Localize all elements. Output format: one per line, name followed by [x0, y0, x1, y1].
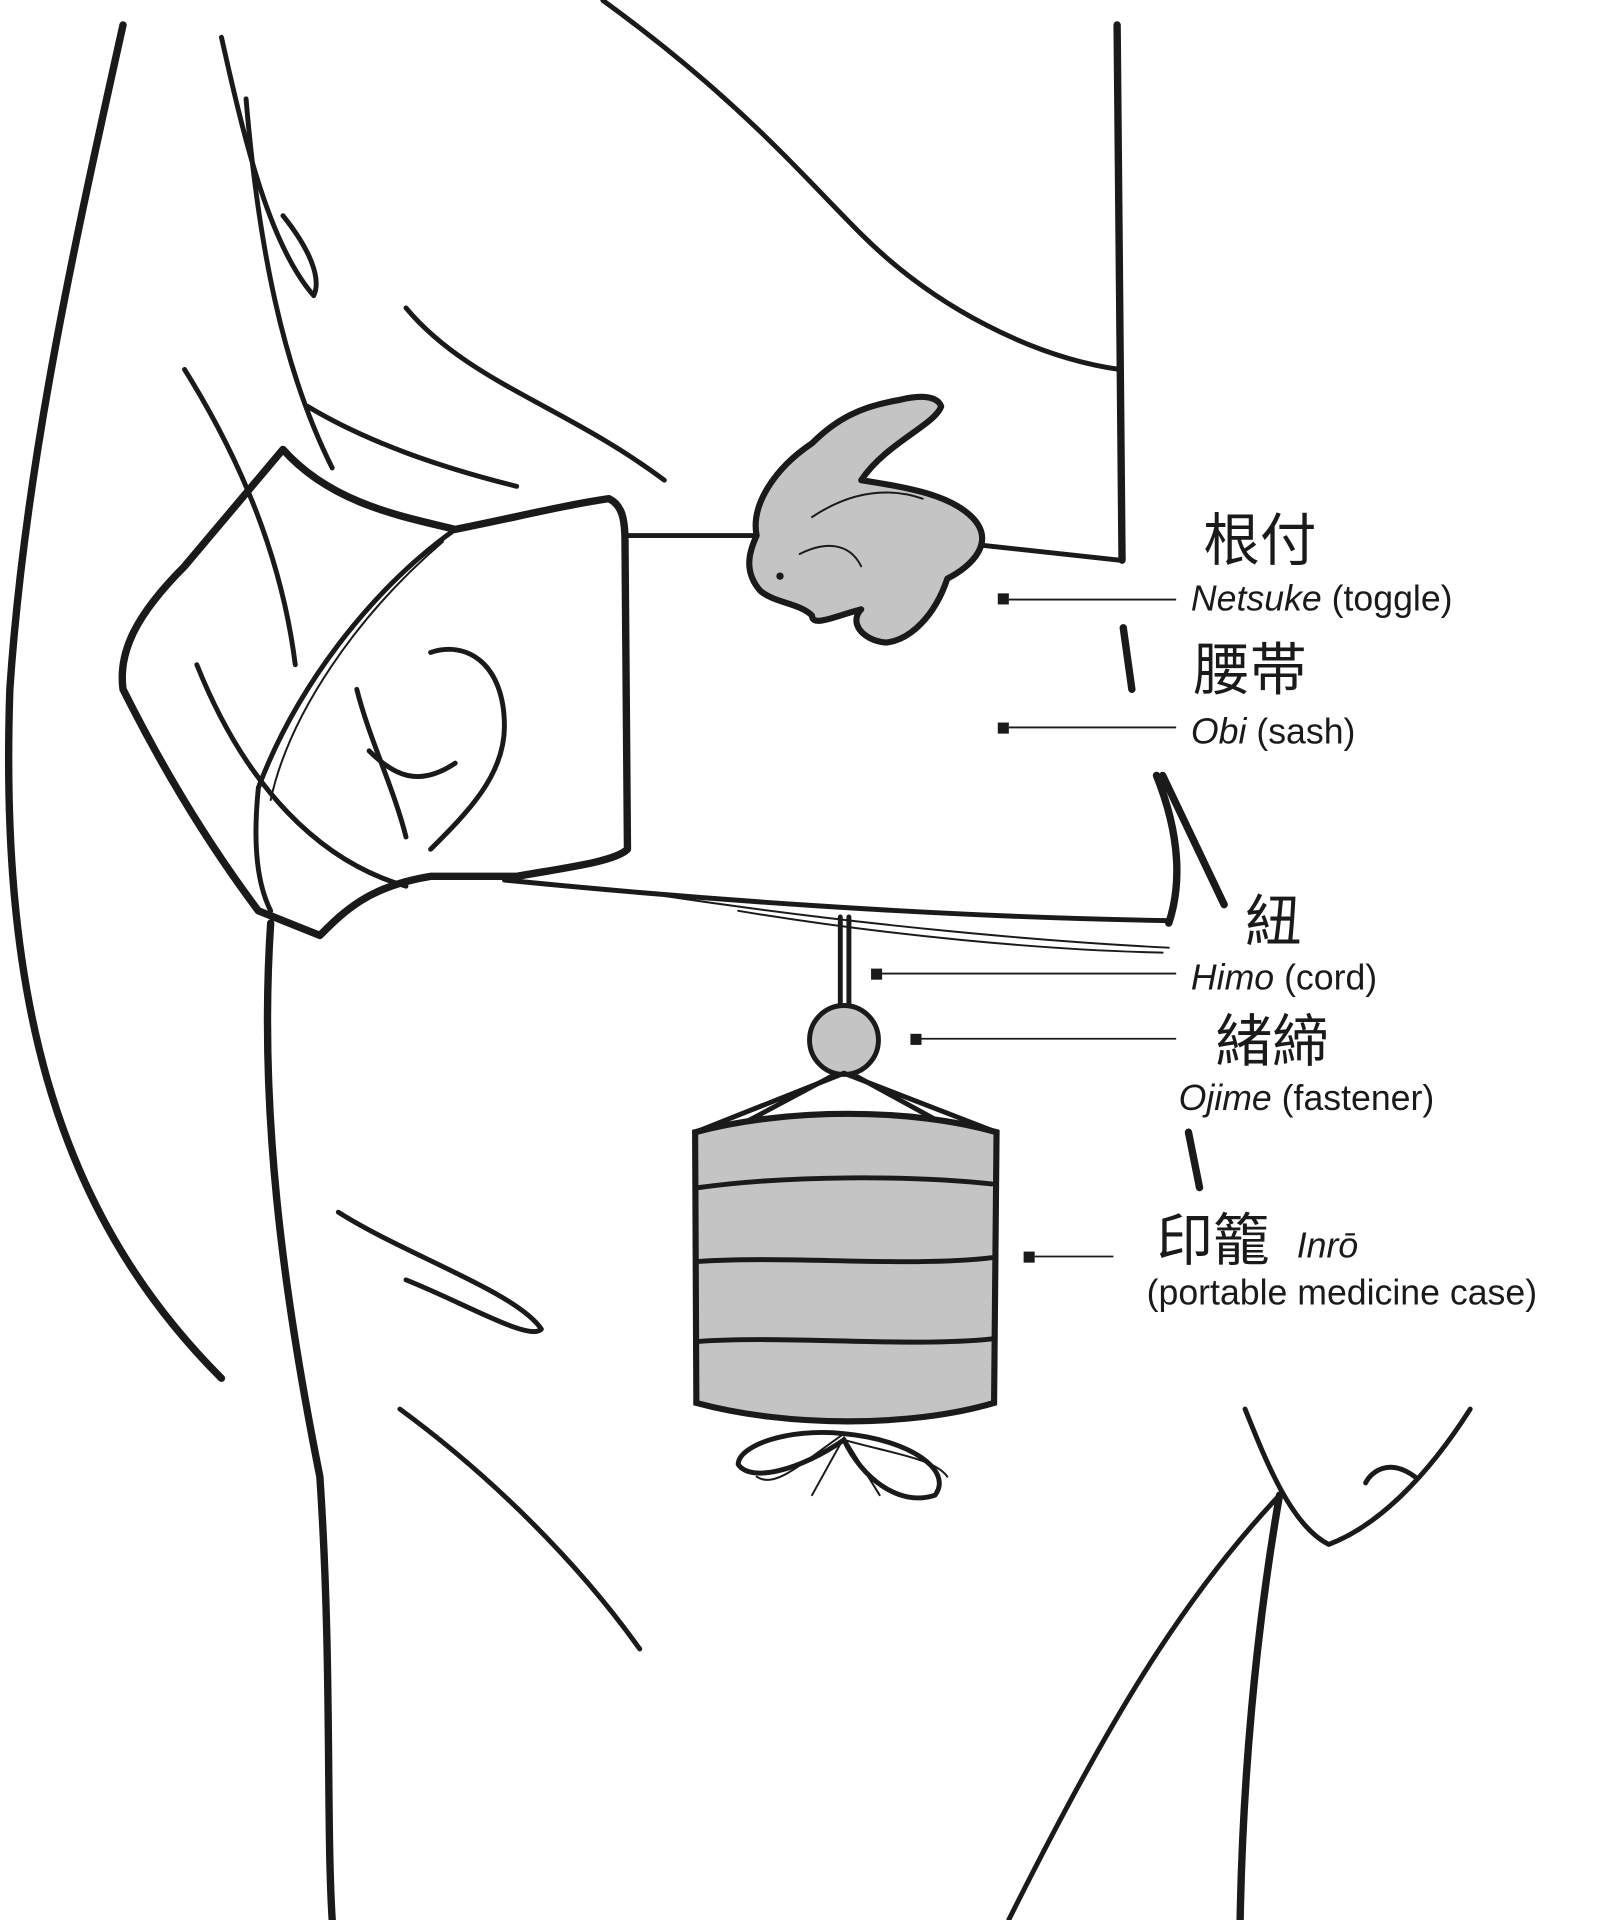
himo-term: Himo [1191, 958, 1274, 998]
ojime-kanji: 緒締 [1216, 1009, 1329, 1075]
netsuke-kanji: 根付 [1203, 508, 1316, 574]
inro-gloss: (portable medicine case) [1147, 1272, 1537, 1312]
obi-term: Obi [1191, 711, 1248, 751]
label-obi: 腰帯 Obi (sash) [1191, 637, 1356, 751]
ojime-term: Ojime [1179, 1078, 1272, 1118]
leader-lines [871, 593, 1177, 1263]
inro-kanji: 印籠 [1156, 1208, 1269, 1274]
svg-text:Netsuke (toggle): Netsuke (toggle) [1191, 579, 1453, 619]
himo-gloss: (cord) [1284, 958, 1377, 998]
himo-cord [837, 914, 852, 1012]
obi-gloss: (sash) [1256, 711, 1355, 751]
inro-term: Inrō [1297, 1226, 1358, 1266]
label-himo: 紐 Himo (cord) [1191, 890, 1377, 998]
ojime-bead [807, 1003, 881, 1077]
label-ojime: 緒締 Ojime (fastener) [1179, 1009, 1435, 1118]
svg-text:Himo (cord): Himo (cord) [1191, 958, 1377, 998]
figure-outline [4, 0, 1473, 1920]
netsuke-term: Netsuke [1191, 579, 1322, 619]
inro-tassel-knot [735, 1430, 949, 1501]
inro-case [692, 1070, 1000, 1501]
svg-text:Obi (sash): Obi (sash) [1191, 711, 1356, 751]
label-inro: 印籠 Inrō (portable medicine case) [1147, 1208, 1537, 1312]
label-netsuke: 根付 Netsuke (toggle) [1191, 508, 1453, 618]
netsuke-rabbit [746, 393, 986, 646]
ojime-gloss: (fastener) [1282, 1078, 1435, 1118]
netsuke-gloss: (toggle) [1332, 579, 1453, 619]
obi-kanji: 腰帯 [1193, 637, 1306, 703]
himo-kanji: 紐 [1245, 890, 1302, 956]
svg-text:Ojime (fastener): Ojime (fastener) [1179, 1078, 1435, 1118]
